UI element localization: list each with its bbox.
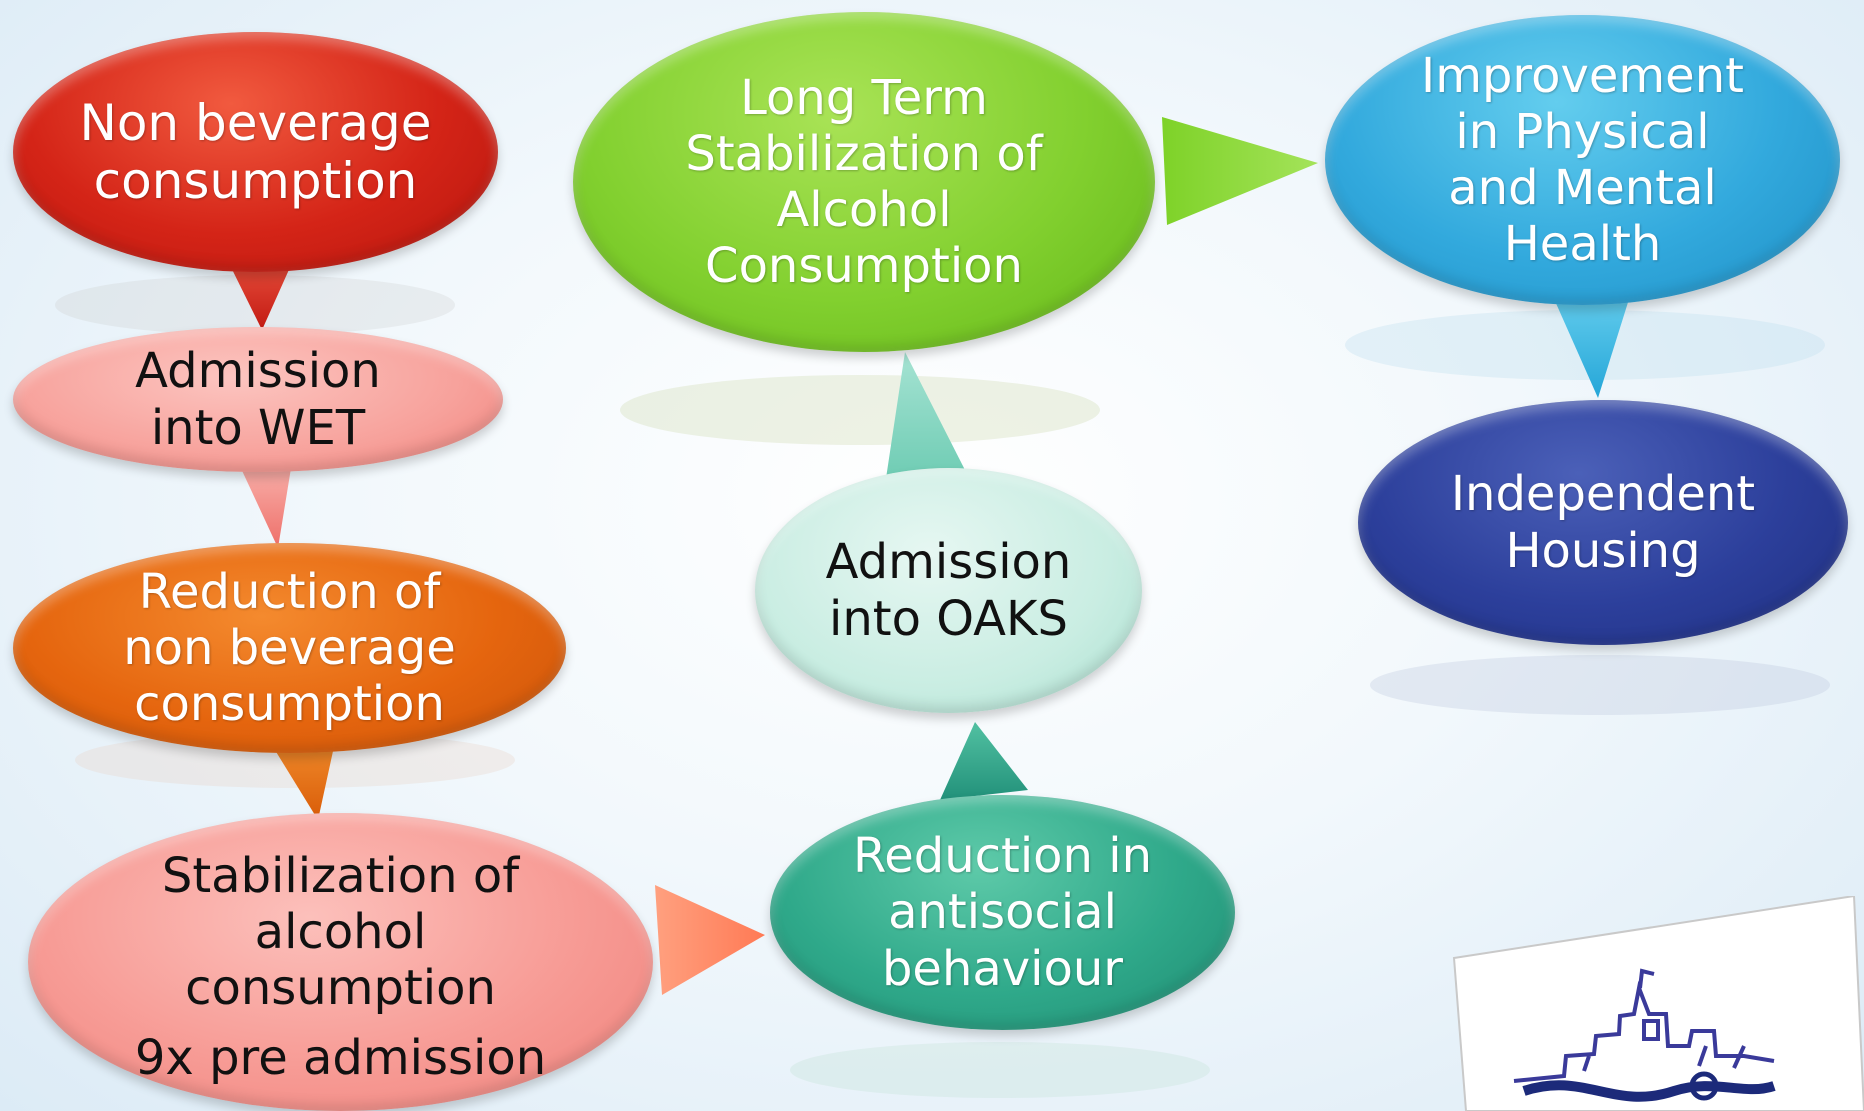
node-text: Housing [1505, 522, 1701, 579]
node-text: Reduction of [138, 563, 441, 620]
node-reduction-antisocial: Reduction in antisocial behaviour [770, 795, 1235, 1030]
node-text: consumption [134, 676, 445, 733]
arrow-up-icon [885, 352, 965, 485]
reflection [1370, 655, 1830, 715]
city-sketch-logo [1452, 896, 1864, 1111]
arrow-down-icon [238, 462, 292, 548]
node-improvement-health: Improvement in Physical and Mental Healt… [1325, 15, 1840, 305]
reflection [790, 1042, 1210, 1098]
node-stabilization-alcohol: Stabilization of alcohol consumption 9x … [28, 813, 653, 1111]
node-long-term-stabilization: Long Term Stabilization of Alcohol Consu… [573, 12, 1155, 352]
node-non-beverage-consumption: Non beverage consumption [13, 32, 498, 272]
node-text: Improvement [1421, 47, 1744, 104]
node-text: alcohol [254, 903, 427, 960]
node-text: Alcohol [776, 182, 952, 238]
arrow-down-icon [1547, 280, 1635, 398]
arrow-down-icon [270, 742, 335, 820]
node-text: into OAKS [829, 590, 1068, 647]
node-text: Stabilization of [685, 125, 1043, 182]
reflection [620, 375, 1100, 445]
node-independent-housing: Independent Housing [1358, 400, 1848, 645]
arrow-right-icon [655, 885, 765, 995]
node-text: consumption [93, 152, 418, 210]
node-text: behaviour [881, 940, 1124, 997]
node-text: into WET [150, 399, 366, 456]
node-text: Health [1503, 216, 1662, 273]
node-text: Admission [135, 343, 381, 400]
node-reduction-non-beverage: Reduction of non beverage consumption [13, 543, 566, 753]
node-text: Long Term [740, 69, 988, 126]
node-text: Independent [1450, 466, 1756, 523]
node-text: Admission [825, 534, 1072, 591]
arrow-up-icon [940, 722, 1028, 800]
node-text: Reduction in [853, 828, 1152, 885]
node-text: Non beverage [79, 93, 432, 152]
node-text: antisocial [888, 884, 1117, 941]
node-text: consumption [185, 960, 496, 1016]
node-text: Stabilization of [161, 847, 520, 904]
node-text: non beverage [123, 619, 456, 676]
node-admission-into-oaks: Admission into OAKS [755, 468, 1142, 713]
node-admission-into-wet: Admission into WET [13, 327, 503, 472]
node-text: and Mental [1448, 160, 1717, 216]
arrow-right-icon [1162, 117, 1318, 225]
node-text: Consumption [705, 238, 1023, 295]
node-note: 9x pre admission [134, 1030, 547, 1087]
node-text: in Physical [1455, 103, 1710, 160]
